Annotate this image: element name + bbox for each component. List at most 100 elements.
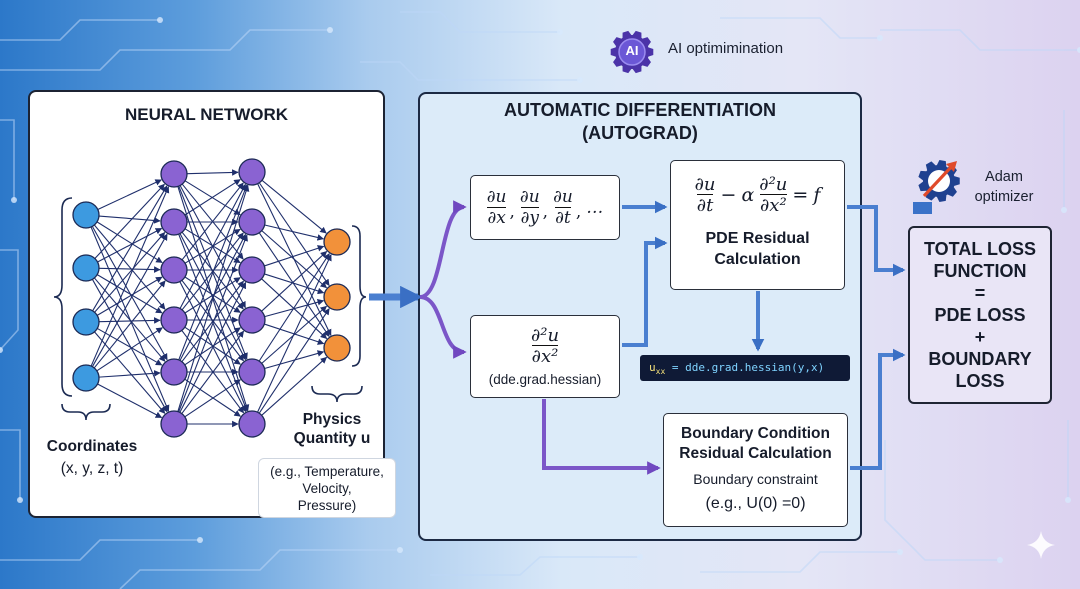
gear-center <box>618 38 646 66</box>
fraction-numerator: ∂²u <box>759 174 788 195</box>
physics-quantity-examples: (e.g., Temperature, Velocity, Pressure) <box>258 458 396 518</box>
autograd-title-line: AUTOMATIC DIFFERENTIATION <box>504 100 776 120</box>
pde-residual-label: PDE Residual Calculation <box>705 228 809 270</box>
total-loss-box: TOTAL LOSS FUNCTION = PDE LOSS + BOUNDAR… <box>908 226 1052 404</box>
code-variable: u <box>649 361 656 374</box>
minus-sign: − <box>720 184 737 207</box>
trend-arrow-head <box>946 161 957 172</box>
alpha-coefficient: α <box>741 184 755 207</box>
boundary-residual-box: Boundary Condition Residual Calculation … <box>663 413 848 527</box>
total-loss-line: PDE LOSS <box>934 305 1026 325</box>
ellipsis: … <box>586 197 604 218</box>
circuit-trace <box>360 61 580 81</box>
circuit-node <box>0 347 3 353</box>
adam-optimizer-graphic <box>913 160 960 214</box>
neural-network-title: NEURAL NETWORK <box>124 105 289 124</box>
physics-quantity-label: Physics Quantity u <box>282 410 382 448</box>
pde-residual-box: ∂u ∂t − α ∂²u ∂x² = f PDE Residual Calcu… <box>670 160 845 290</box>
ai-gear-icon: AI <box>610 30 654 74</box>
autograd-title: AUTOMATIC DIFFERENTIATION (AUTOGRAD) <box>418 99 862 145</box>
boundary-constraint-label: Boundary constraint <box>693 471 818 487</box>
fraction-denominator: ∂x <box>487 206 506 228</box>
separator: , <box>575 201 582 222</box>
adam-label-line: Adam <box>985 169 1023 185</box>
autograd-title-line: (AUTOGRAD) <box>582 123 698 143</box>
circuit-node <box>1077 47 1080 53</box>
circuit-trace <box>884 440 1000 561</box>
fraction-numerator: ∂u <box>694 174 716 195</box>
ai-optimization-label: AI optimimination <box>668 40 784 57</box>
second-derivative-box: ∂²u ∂x² (dde.grad.hessian) <box>470 315 620 398</box>
fraction-numerator: ∂u <box>553 187 573 208</box>
circuit-node <box>557 29 563 35</box>
circuit-node <box>877 35 883 41</box>
second-derivative-fraction: ∂²u ∂x² <box>530 324 560 367</box>
circuit-trace <box>0 119 15 200</box>
circuit-trace <box>0 429 21 500</box>
fraction-numerator: ∂u <box>519 187 540 208</box>
fraction-numerator: ∂u <box>486 187 507 208</box>
hessian-code-snippet: uxx = dde.grad.hessian(y,x) <box>640 355 850 381</box>
circuit-node <box>1061 207 1067 213</box>
circuit-node <box>637 554 643 560</box>
first-derivatives-box: ∂u ∂x , ∂u ∂y , ∂u ∂t , … <box>470 175 620 240</box>
circuit-node <box>327 27 333 33</box>
fraction-denominator: ∂t <box>555 206 571 228</box>
coordinates-detail: (x, y, z, t) <box>60 460 124 477</box>
boundary-title-line: Residual Calculation <box>679 445 832 462</box>
boundary-constraint-example: (e.g., U(0) =0) <box>705 495 806 512</box>
circuit-trace <box>720 17 880 39</box>
circuit-trace <box>700 551 900 573</box>
derivative-fraction: ∂u ∂t <box>553 188 573 227</box>
total-loss-line: BOUNDARY <box>928 349 1032 369</box>
circuit-node <box>1065 497 1071 503</box>
code-subscript: xx <box>655 367 666 377</box>
equals-sign: = <box>792 184 809 207</box>
example-line: Pressure) <box>297 498 357 513</box>
derivative-fraction: ∂u ∂y <box>520 188 540 227</box>
separator: , <box>542 201 549 222</box>
circuit-node <box>17 497 23 503</box>
example-line: (e.g., Temperature, <box>270 464 384 479</box>
total-loss-line: LOSS <box>955 371 1005 391</box>
fraction-denominator: ∂y <box>520 206 539 228</box>
ai-gear-graphic <box>610 30 654 74</box>
total-loss-line: TOTAL LOSS <box>923 239 1036 259</box>
adam-label-line: optimizer <box>974 189 1034 205</box>
pde-label-line: PDE Residual <box>705 229 810 247</box>
coordinates-label: Coordinates <box>46 438 138 455</box>
total-loss-line: = <box>974 283 986 303</box>
circuit-trace <box>430 556 640 576</box>
circuit-trace <box>0 249 19 351</box>
fraction-numerator: ∂²u <box>530 324 560 346</box>
circuit-node <box>897 549 903 555</box>
separator: , <box>509 201 515 222</box>
circuit-trace <box>0 539 200 561</box>
circuit-trace <box>0 19 160 41</box>
circuit-node <box>197 537 203 543</box>
circuit-trace <box>400 11 560 33</box>
sparkle-icon <box>1027 531 1055 559</box>
gear-arrow-icon <box>910 156 962 216</box>
circuit-node <box>11 197 17 203</box>
circuit-node <box>157 17 163 23</box>
circuit-node <box>397 547 403 553</box>
space-derivative-fraction: ∂²u ∂x² <box>759 175 787 216</box>
code-expression: = dde.grad.hessian(y,x) <box>665 361 825 374</box>
total-loss-line: + <box>974 327 986 347</box>
circuit-node <box>997 557 1003 563</box>
adam-optimizer-label: Adam optimizer <box>960 167 1048 207</box>
circuit-node <box>577 77 583 83</box>
boundary-title-line: Boundary Condition <box>681 425 830 442</box>
example-line: Velocity, <box>302 481 352 496</box>
chart-base-shape <box>913 202 932 214</box>
ai-icon-text: AI <box>625 43 639 58</box>
circuit-traces <box>0 11 1080 589</box>
fraction-denominator: ∂x² <box>531 345 559 367</box>
hessian-caption: (dde.grad.hessian) <box>488 372 602 388</box>
fraction-denominator: ∂x² <box>760 194 787 217</box>
pde-label-line: Calculation <box>714 250 801 268</box>
fraction-denominator: ∂t <box>696 194 714 217</box>
circuit-trace <box>119 549 400 589</box>
